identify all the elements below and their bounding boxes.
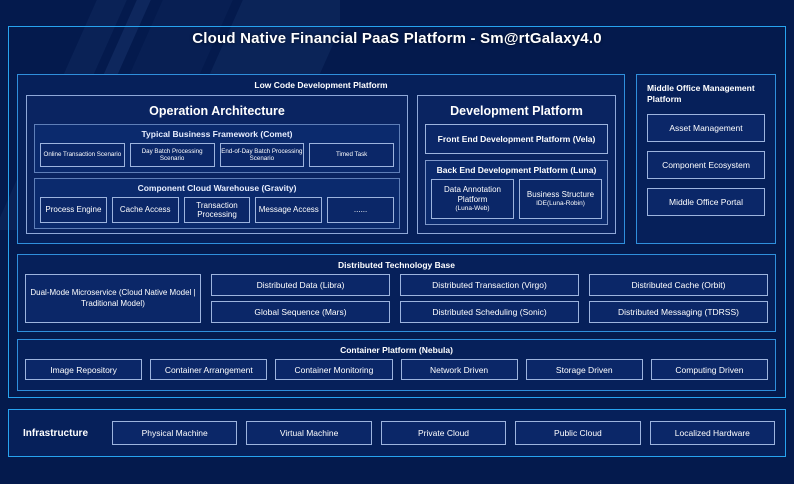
dtb-distributed-transaction[interactable]: Distributed Transaction (Virgo)	[400, 274, 579, 296]
dtb-column-3: Distributed Cache (Orbit) Distributed Me…	[589, 274, 768, 323]
infrastructure-label: Infrastructure	[23, 427, 89, 439]
section-container-platform: Container Platform (Nebula) Image Reposi…	[17, 339, 776, 391]
container-platform-header: Container Platform (Nebula)	[340, 345, 453, 355]
inf-item-virtual-machine[interactable]: Virtual Machine	[246, 421, 372, 445]
cp-item-computing-driven[interactable]: Computing Driven	[650, 359, 769, 380]
cp-item-container-monitoring[interactable]: Container Monitoring	[275, 359, 393, 380]
chip-transaction-processing[interactable]: Transaction Processing	[183, 197, 251, 223]
operation-architecture-title: Operation Architecture	[149, 104, 285, 118]
typical-business-framework-title: Typical Business Framework (Comet)	[141, 129, 293, 139]
inf-item-localized-hardware[interactable]: Localized Hardware	[649, 421, 776, 445]
chip-more-ellipsis[interactable]: ......	[327, 197, 394, 223]
chip-cache-access[interactable]: Cache Access	[111, 197, 179, 223]
chip-business-structure-ide[interactable]: Business Structure IDE(Luna-Robin)	[519, 179, 602, 219]
mo-item-asset-management[interactable]: Asset Management	[647, 113, 765, 142]
typical-business-framework-group: Typical Business Framework (Comet) Onlin…	[34, 124, 400, 173]
section-low-code-development-platform: Low Code Development Platform Operation …	[17, 74, 625, 244]
back-end-development-platform-group: Back End Development Platform (Luna) Dat…	[425, 160, 608, 225]
chip-day-batch-processing-scenario[interactable]: Day Batch Processing Scenario	[129, 143, 215, 167]
chip-end-of-day-batch-processing-scenario[interactable]: End-of-Day Batch Processing Scenario	[219, 143, 305, 167]
chip-business-structure-sub: IDE(Luna-Robin)	[536, 199, 585, 207]
section-middle-office-management-platform: Middle Office Management Platform Asset …	[636, 74, 776, 244]
dtb-header: Distributed Technology Base	[338, 260, 455, 270]
inf-item-physical-machine[interactable]: Physical Machine	[112, 421, 238, 445]
chip-data-annotation-platform-sub: (Luna-Web)	[455, 204, 490, 212]
dtb-column-1: Distributed Data (Libra) Global Sequence…	[211, 274, 390, 323]
dtb-column-2: Distributed Transaction (Virgo) Distribu…	[400, 274, 579, 323]
chip-data-annotation-platform-main: Data Annotation Platform	[444, 184, 501, 204]
dtb-distributed-messaging[interactable]: Distributed Messaging (TDRSS)	[589, 301, 768, 323]
inf-item-private-cloud[interactable]: Private Cloud	[380, 421, 507, 445]
dtb-distributed-cache[interactable]: Distributed Cache (Orbit)	[589, 274, 768, 296]
chip-process-engine[interactable]: Process Engine	[40, 197, 107, 223]
dtb-global-sequence[interactable]: Global Sequence (Mars)	[211, 301, 390, 323]
mo-item-component-ecosystem[interactable]: Component Ecosystem	[647, 150, 765, 179]
section-infrastructure: Infrastructure Physical Machine Virtual …	[8, 409, 786, 457]
main-diagram-frame	[8, 26, 786, 398]
operation-architecture-panel: Operation Architecture Typical Business …	[26, 95, 408, 234]
inf-item-public-cloud[interactable]: Public Cloud	[515, 421, 641, 445]
front-end-development-platform[interactable]: Front End Development Platform (Vela)	[425, 124, 608, 154]
component-cloud-warehouse-group: Component Cloud Warehouse (Gravity) Proc…	[34, 178, 400, 229]
dtb-distributed-scheduling[interactable]: Distributed Scheduling (Sonic)	[400, 301, 579, 323]
cp-item-storage-driven[interactable]: Storage Driven	[525, 359, 643, 380]
component-cloud-warehouse-title: Component Cloud Warehouse (Gravity)	[137, 183, 297, 193]
page-title: Cloud Native Financial PaaS Platform - S…	[192, 30, 602, 47]
development-platform-title: Development Platform	[450, 104, 583, 118]
chip-business-structure-main: Business Structure	[526, 189, 595, 199]
dtb-dual-mode-microservice[interactable]: Dual-Mode Microservice (Cloud Native Mod…	[25, 274, 201, 323]
chip-data-annotation-platform[interactable]: Data Annotation Platform (Luna-Web)	[431, 179, 514, 219]
cp-item-image-repository[interactable]: Image Repository	[25, 359, 143, 380]
low-code-header: Low Code Development Platform	[254, 80, 388, 90]
back-end-development-platform-title: Back End Development Platform (Luna)	[436, 165, 597, 175]
development-platform-panel: Development Platform Front End Developme…	[417, 95, 616, 234]
cp-item-network-driven[interactable]: Network Driven	[400, 359, 518, 380]
chip-timed-task[interactable]: Timed Task	[309, 143, 394, 167]
chip-message-access[interactable]: Message Access	[255, 197, 323, 223]
chip-online-transaction-scenario[interactable]: Online Transaction Scenario	[40, 143, 125, 167]
mo-item-middle-office-portal[interactable]: Middle Office Portal	[647, 187, 765, 216]
cp-item-container-arrangement[interactable]: Container Arrangement	[150, 359, 268, 380]
section-distributed-technology-base: Distributed Technology Base Dual-Mode Mi…	[17, 254, 776, 332]
dtb-distributed-data[interactable]: Distributed Data (Libra)	[211, 274, 390, 296]
middle-office-title: Middle Office Management Platform	[647, 83, 755, 105]
